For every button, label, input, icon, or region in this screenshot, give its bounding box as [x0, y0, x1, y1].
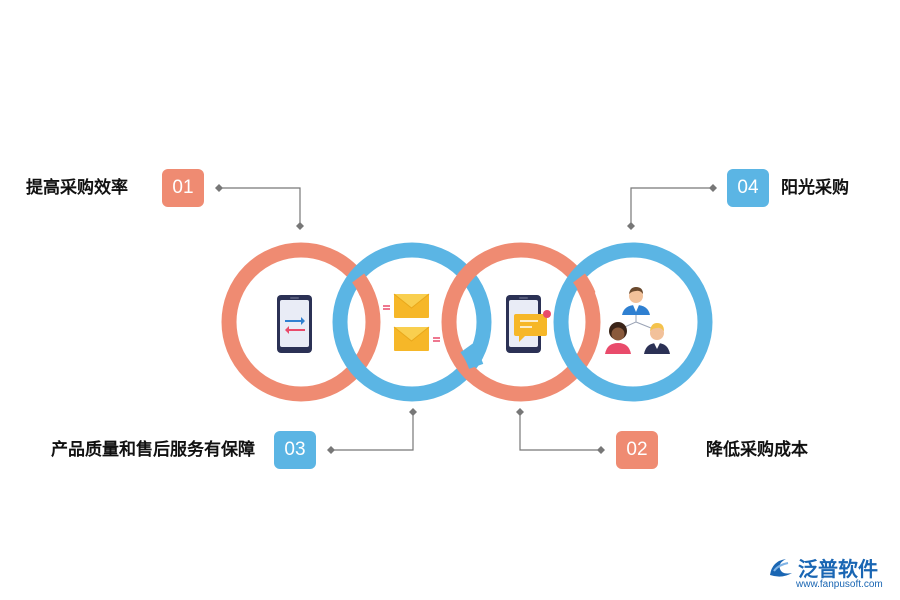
connector-02 [519, 412, 601, 451]
logo-url: www.fanpusoft.com [796, 579, 883, 590]
logo-mark-icon [770, 559, 792, 577]
ring-1 [221, 242, 381, 402]
connector-03 [331, 412, 414, 451]
ring-4 [553, 242, 713, 402]
rings [221, 242, 713, 402]
envelopes-icon [383, 293, 440, 351]
ring-3 [441, 242, 601, 402]
connector-04 [630, 187, 713, 226]
connector-dots [215, 184, 717, 454]
ring-2 [332, 242, 492, 402]
badge-03: 03 [274, 431, 316, 469]
ring-1-overlap [351, 273, 374, 297]
badge-02: 02 [616, 431, 658, 469]
connector-01 [219, 187, 301, 226]
phone-transfer-icon [277, 295, 312, 353]
phone-message-icon [506, 295, 551, 353]
badge-01: 01 [162, 169, 204, 207]
label-04: 阳光采购 [781, 178, 849, 198]
label-03: 产品质量和售后服务有保障 [51, 440, 255, 460]
label-01: 提高采购效率 [26, 178, 128, 198]
badge-04: 04 [727, 169, 769, 207]
team-icon [605, 287, 670, 354]
connector-lines [219, 187, 713, 451]
ring-3-overlap [572, 273, 596, 298]
logo-name: 泛普软件 [798, 557, 878, 581]
ring-2-overlap [460, 343, 484, 370]
label-02: 降低采购成本 [706, 440, 808, 460]
brand-logo: 泛普软件 www.fanpusoft.com [768, 553, 893, 597]
